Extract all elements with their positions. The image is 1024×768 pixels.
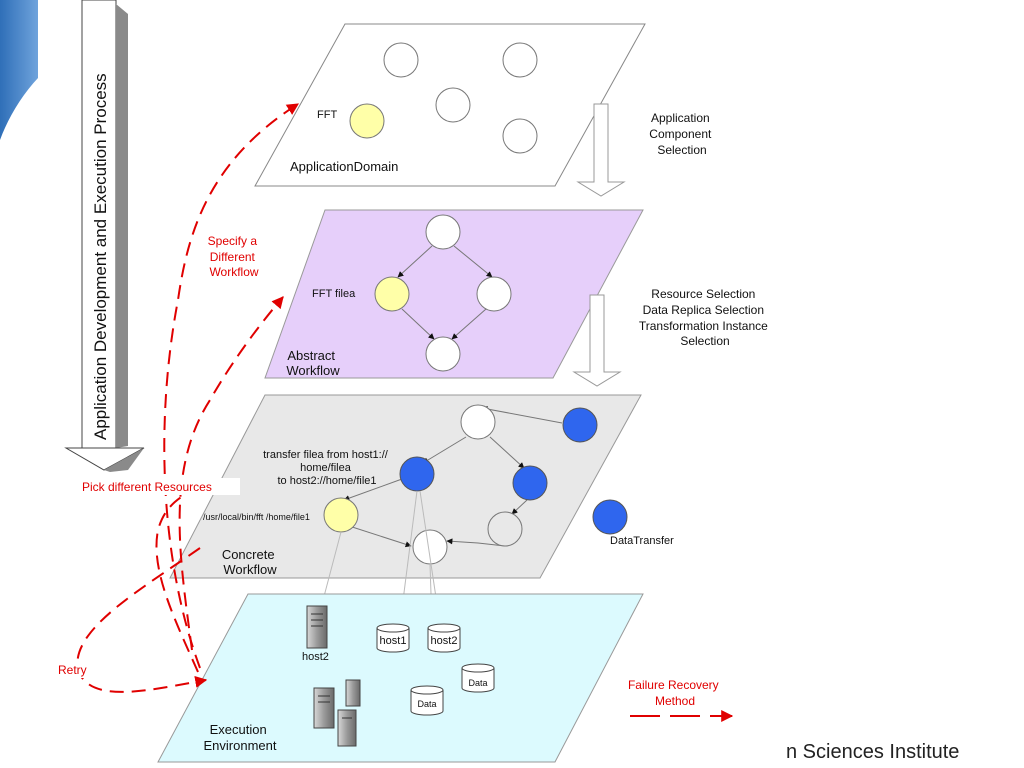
database-data-right-icon: Data xyxy=(461,663,495,693)
app-component-node xyxy=(502,42,538,78)
execution-environment-plane: host2 host1 host2 Data xyxy=(157,593,644,763)
selection-arrow-2 xyxy=(572,294,622,387)
app-component-node xyxy=(435,87,471,123)
fft-filea-label: FFT filea xyxy=(312,288,356,300)
concrete-workflow-plane: transfer filea from host1:// home/filea … xyxy=(169,394,642,579)
specify-workflow-label-bg xyxy=(198,232,270,280)
concrete-node-right xyxy=(487,511,523,547)
abstract-node-bottom xyxy=(425,336,461,372)
server-cluster-icon xyxy=(313,679,361,747)
resource-selection-label: Resource Selection Data Replica Selectio… xyxy=(639,287,771,348)
failure-recovery-legend-label: Failure Recovery Method xyxy=(628,678,722,708)
fft-node xyxy=(349,103,385,139)
server-host2-label: host2 xyxy=(302,651,329,663)
data-transfer-node xyxy=(562,407,598,443)
abstract-workflow-plane: FFT filea Abstract Workflow xyxy=(264,209,644,379)
database-host2-label: host2 xyxy=(431,635,458,647)
execution-environment-label: Execution Environment xyxy=(204,722,277,753)
footer-institute: n Sciences Institute xyxy=(786,741,959,763)
app-component-node xyxy=(502,118,538,154)
database-data-left-icon: Data xyxy=(410,685,444,716)
data-transfer-label: DataTransfer xyxy=(610,535,674,547)
app-component-node xyxy=(383,42,419,78)
data-transfer-legend-node xyxy=(592,499,628,535)
database-host1-icon: host1 xyxy=(376,623,410,653)
process-title: Application Development and Execution Pr… xyxy=(91,73,110,440)
retry-label-bg xyxy=(55,661,95,678)
concrete-workflow-label: Concrete Workflow xyxy=(222,547,278,577)
fft-filea-node xyxy=(374,276,410,312)
fft-label: FFT xyxy=(317,109,337,121)
side-accent-shape xyxy=(0,0,38,140)
data-transfer-node xyxy=(512,465,548,501)
process-arrow: Application Development and Execution Pr… xyxy=(64,0,145,472)
database-host1-label: host1 xyxy=(380,635,407,647)
app-component-selection-label: Application Component Selection xyxy=(649,111,714,157)
abstract-node-top xyxy=(425,214,461,250)
concrete-node-top xyxy=(460,404,496,440)
application-domain-label: ApplicationDomain xyxy=(290,159,398,174)
pick-resources-label-bg xyxy=(78,478,240,495)
transfer-node xyxy=(399,456,435,492)
retry-label: Retry xyxy=(58,663,87,677)
specify-workflow-label: Specify a Different Workflow xyxy=(208,234,261,279)
exec-node xyxy=(323,497,359,533)
abstract-node-right xyxy=(476,276,512,312)
database-data-left-label: Data xyxy=(417,699,436,709)
database-data-right-label: Data xyxy=(468,678,487,688)
application-domain-plane: FFT ApplicationDomain xyxy=(254,23,646,187)
database-host2-icon: host2 xyxy=(427,623,461,653)
server-host2-icon xyxy=(306,605,328,649)
pick-resources-label: Pick different Resources xyxy=(82,480,212,494)
selection-arrow-1 xyxy=(576,103,626,197)
abstract-workflow-label: Abstract Workflow xyxy=(286,348,340,378)
exec-path-label: /usr/local/bin/fft /home/file1 xyxy=(203,512,310,522)
transfer-label: transfer filea from host1:// home/filea … xyxy=(263,449,391,487)
